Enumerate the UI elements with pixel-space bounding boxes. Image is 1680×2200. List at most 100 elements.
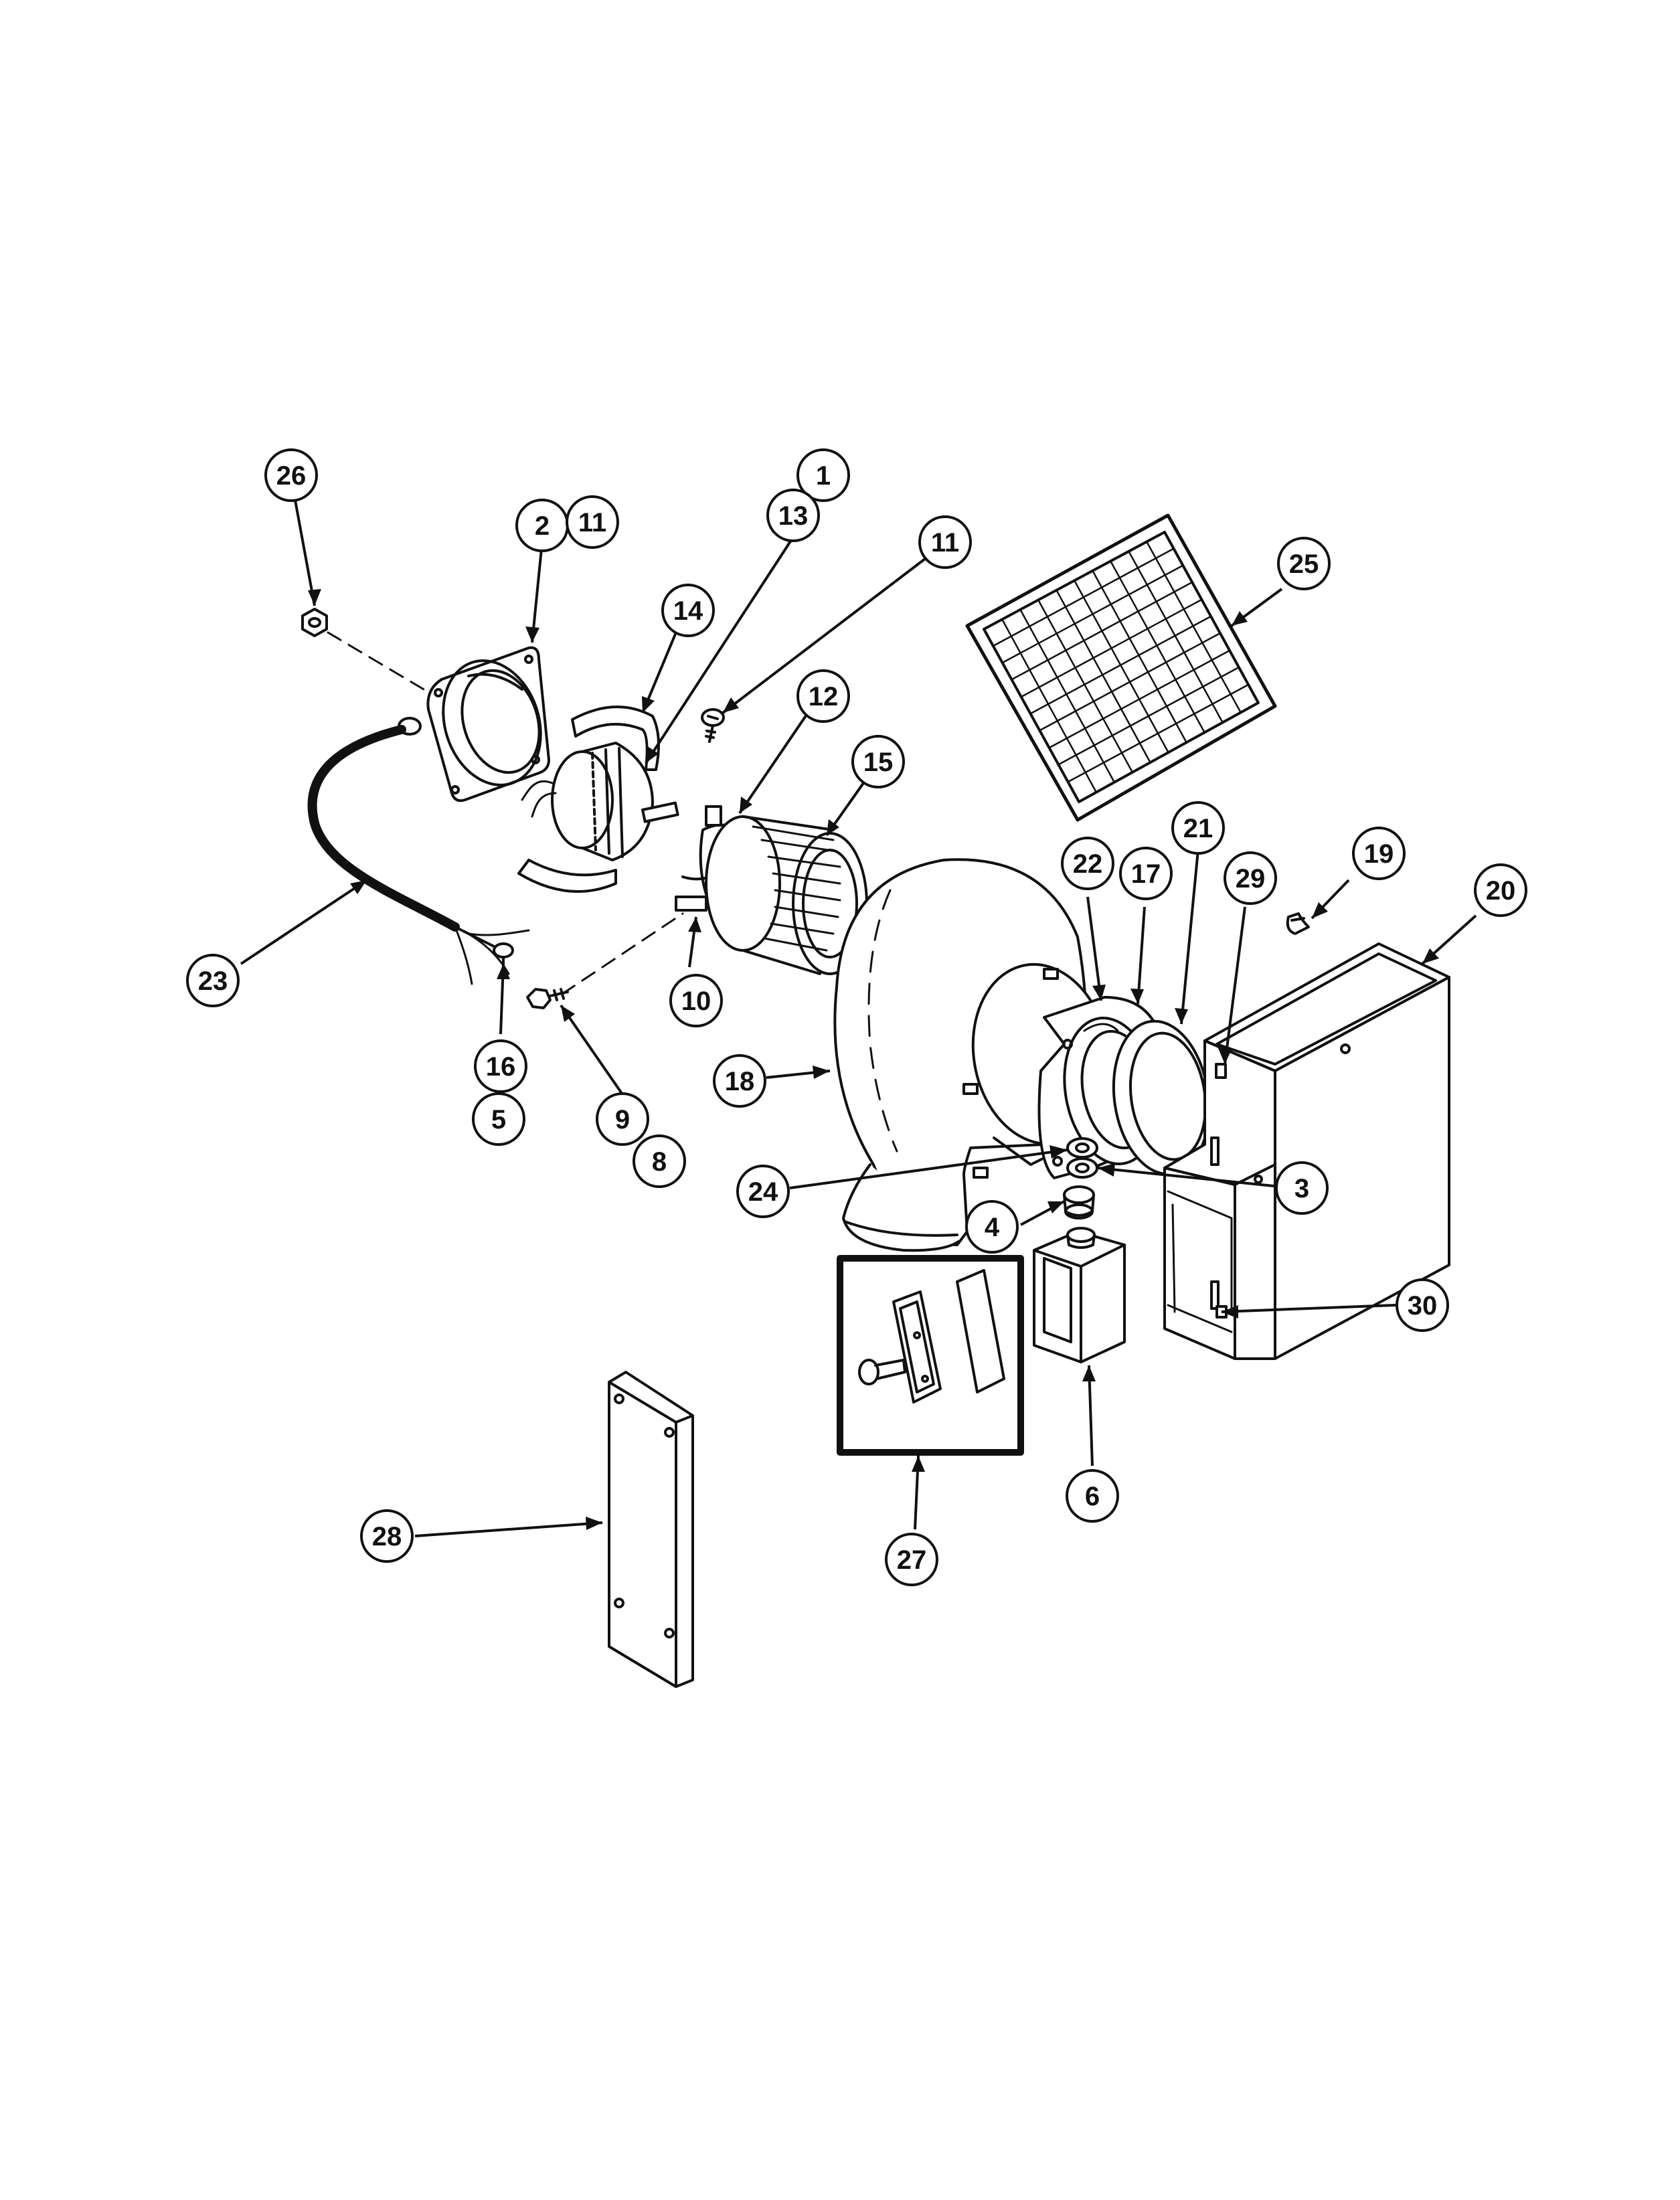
screw-part <box>527 989 568 1008</box>
callout-4: 4 <box>965 1200 1019 1254</box>
leader-line <box>531 541 543 643</box>
callout-21: 21 <box>1171 801 1225 855</box>
leader-arrowheads <box>308 589 1439 1530</box>
callout-20: 20 <box>1474 863 1527 917</box>
callout-label: 11 <box>931 528 959 558</box>
leader-line <box>1086 896 1102 1001</box>
arrowhead <box>1312 902 1328 918</box>
assembly-dashed-line <box>327 631 436 697</box>
arrowhead <box>688 917 701 932</box>
callout-30: 30 <box>1396 1278 1449 1332</box>
callout-1: 1 <box>796 448 850 502</box>
arrowhead <box>1092 985 1106 1001</box>
callout-label: 22 <box>1073 849 1103 879</box>
arrowhead <box>740 796 752 813</box>
callout-14: 14 <box>661 584 715 637</box>
power-cord-part <box>313 718 529 984</box>
arrowhead <box>646 746 659 763</box>
screw-part <box>702 709 724 742</box>
callout-label: 28 <box>372 1522 402 1551</box>
clip-part <box>1288 914 1309 934</box>
callout-label: 30 <box>1408 1291 1438 1321</box>
callout-label: 13 <box>778 501 809 531</box>
callout-5: 5 <box>472 1092 525 1146</box>
callout-19: 19 <box>1352 827 1406 880</box>
arrowhead <box>561 1005 575 1022</box>
arrowhead <box>1422 948 1439 964</box>
blower-motor-part <box>522 743 678 860</box>
callout-25: 25 <box>1277 537 1331 590</box>
leader-line <box>1097 1167 1274 1187</box>
collector-box-part <box>1034 1228 1124 1362</box>
callout-10: 10 <box>669 974 723 1027</box>
callout-label: 6 <box>1085 1482 1100 1511</box>
callout-2: 2 <box>515 499 569 552</box>
filter-kit-box <box>840 1258 1021 1452</box>
panel-plate-part <box>609 1372 693 1687</box>
callout-label: 19 <box>1364 839 1394 869</box>
callout-label: 5 <box>491 1105 506 1134</box>
callout-label: 11 <box>578 508 606 537</box>
leader-line <box>560 1004 624 1096</box>
arrowhead <box>1222 1305 1238 1319</box>
callout-label: 10 <box>681 987 711 1016</box>
washer-part <box>1068 1159 1097 1177</box>
callout-label: 1 <box>816 461 831 491</box>
arrowhead <box>1232 611 1248 626</box>
callout-label: 20 <box>1486 876 1516 906</box>
nut-part <box>303 609 327 636</box>
arrowhead <box>827 819 839 835</box>
leader-line <box>1137 906 1146 1005</box>
leader-line <box>789 1149 1068 1189</box>
callout-label: 21 <box>1183 814 1213 843</box>
callout-label: 18 <box>725 1067 755 1096</box>
grille-filter-part <box>967 515 1275 820</box>
leader-line <box>240 879 368 965</box>
callout-label: 27 <box>897 1545 927 1575</box>
callout-26: 26 <box>264 448 318 502</box>
arrowhead <box>1130 989 1144 1004</box>
callout-label: 9 <box>615 1105 630 1134</box>
arrowhead <box>642 696 655 713</box>
callout-3: 3 <box>1275 1161 1329 1215</box>
washer-part <box>1068 1138 1097 1157</box>
callout-label: 4 <box>985 1213 1000 1242</box>
callout-8: 8 <box>633 1134 686 1188</box>
callouts: 1 2 11 13 11 26 14 12 <box>186 448 1527 1586</box>
mounting-bracket-part <box>519 707 659 892</box>
leader-line <box>738 713 808 815</box>
leader-line <box>1088 1365 1094 1466</box>
callout-12: 12 <box>796 669 850 723</box>
callout-label: 14 <box>673 596 703 626</box>
arrowhead <box>1082 1365 1096 1381</box>
arrowhead <box>308 589 321 606</box>
callout-label: 3 <box>1294 1174 1309 1203</box>
filter-housing-part <box>1165 944 1449 1359</box>
arrowhead <box>586 1517 602 1530</box>
callout-11: 11 <box>918 515 972 569</box>
arrowhead <box>1175 1008 1188 1024</box>
arrowhead <box>1218 1048 1232 1064</box>
callout-17: 17 <box>1119 847 1173 900</box>
leader-line <box>1221 1304 1396 1313</box>
callout-6: 6 <box>1066 1469 1119 1523</box>
leader-line <box>645 531 798 764</box>
callout-18: 18 <box>713 1054 766 1108</box>
callout-label: 15 <box>863 748 894 777</box>
callout-label: 12 <box>809 682 839 711</box>
callout-9: 9 <box>596 1092 649 1146</box>
callout-label: 17 <box>1131 859 1161 889</box>
arrowhead <box>1098 1163 1115 1177</box>
callout-28: 28 <box>360 1509 414 1563</box>
grommet-part <box>1064 1187 1094 1218</box>
callout-13: 13 <box>766 489 820 542</box>
callout-label: 23 <box>198 966 228 996</box>
leader-line <box>1224 906 1246 1065</box>
arrowhead <box>525 626 539 643</box>
callout-label: 16 <box>486 1052 516 1082</box>
leader-line <box>722 558 926 714</box>
callout-16: 16 <box>474 1039 527 1093</box>
callout-22: 22 <box>1061 837 1114 890</box>
callout-27: 27 <box>885 1533 938 1586</box>
